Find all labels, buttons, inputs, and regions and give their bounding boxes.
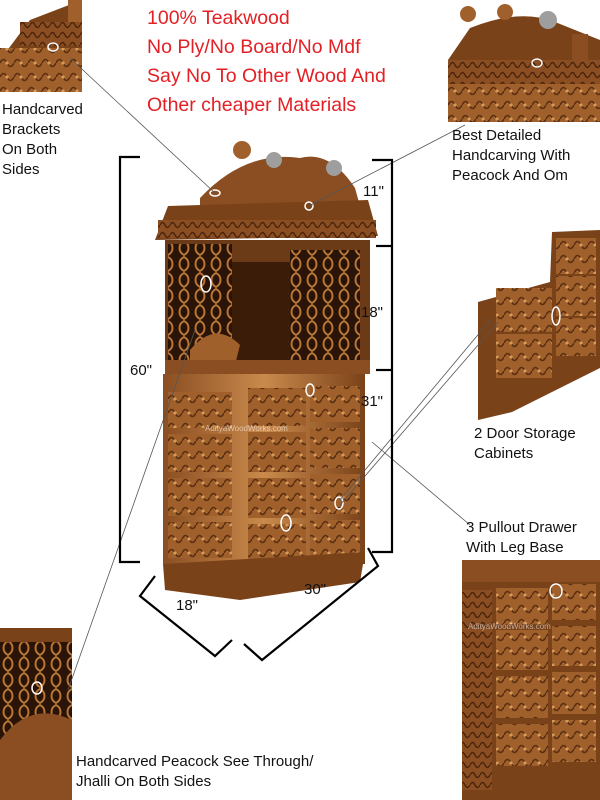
watermark: AdityaWoodWorks.com: [468, 622, 551, 631]
dimension-depth: 18": [176, 597, 199, 614]
dimension-total-height: 60": [130, 362, 153, 379]
caption-line: Brackets: [2, 121, 61, 138]
headline-line: 100% Teakwood: [147, 7, 290, 29]
headline-line: No Ply/No Board/No Mdf: [147, 36, 361, 58]
headline-line: Say No To Other Wood And: [147, 65, 386, 87]
highlight-circle: [280, 514, 292, 532]
caption-line: On Both: [2, 141, 58, 158]
leader-lines: [67, 57, 499, 691]
highlight-circle: [334, 496, 344, 510]
caption-line: Best Detailed: [452, 127, 542, 144]
dimension-middle: 18": [361, 304, 384, 321]
inset-crown-image: [448, 4, 600, 123]
highlight-circle: [531, 58, 543, 68]
highlight-circle: [551, 306, 561, 326]
dimension-top: 11": [363, 183, 384, 200]
dimension-width: 30": [304, 581, 327, 598]
caption-line: Handcarving With: [452, 147, 571, 164]
highlight-circle: [549, 583, 563, 599]
caption-drawers: 3 Pullout Drawer With Leg Base: [466, 518, 577, 558]
caption-line: 2 Door Storage: [474, 425, 576, 442]
caption-line: 3 Pullout Drawer: [466, 519, 577, 536]
caption-line: Peacock And Om: [452, 167, 568, 184]
caption-line: Sides: [2, 161, 40, 178]
caption-line: With Leg Base: [466, 539, 564, 556]
inset-cabinets-image: [478, 230, 600, 420]
dimension-lines: [118, 155, 394, 662]
inset-jhalli-image: [0, 628, 72, 800]
caption-storage: 2 Door Storage Cabinets: [474, 424, 576, 464]
highlight-circle: [209, 189, 221, 197]
inset-drawers-image: [462, 560, 600, 800]
caption-jhalli: Handcarved Peacock See Through/ Jhalli O…: [76, 752, 313, 792]
highlight-circle: [305, 383, 315, 397]
highlight-circle: [304, 201, 314, 211]
caption-line: Handcarved: [2, 101, 83, 118]
dimension-bottom: 31": [361, 393, 384, 410]
caption-line: Jhalli On Both Sides: [76, 773, 212, 790]
temple-main-image: [155, 141, 378, 600]
headline-line: Other cheaper Materials: [147, 94, 357, 116]
headline: 100% Teakwood No Ply/No Board/No Mdf Say…: [147, 4, 437, 120]
highlight-circle: [200, 275, 212, 293]
caption-line: Cabinets: [474, 445, 534, 462]
highlight-circle: [31, 681, 43, 695]
inset-brackets-image: [0, 0, 82, 92]
caption-brackets: Handcarved Brackets On Both Sides: [2, 100, 83, 180]
caption-line: Handcarved Peacock See Through/: [76, 753, 314, 770]
watermark: AdityaWoodWorks.com: [205, 424, 288, 433]
highlight-circle: [47, 42, 59, 52]
caption-peacock-om: Best Detailed Handcarving With Peacock A…: [452, 126, 570, 186]
